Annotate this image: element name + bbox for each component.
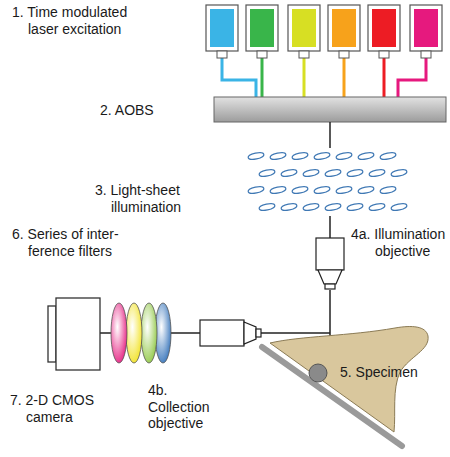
- light-sheet-ellipse: [391, 202, 408, 211]
- step-label: 3. Light-sheet illumination: [95, 182, 207, 215]
- step-label: 1. Time modulated laser excitation: [12, 4, 150, 37]
- light-sheet-ellipse: [303, 168, 320, 177]
- fibre-coupler: [257, 51, 267, 58]
- beam-path: [329, 216, 331, 238]
- collection-objective: [244, 322, 256, 344]
- light-sheet-ellipse: [336, 151, 353, 160]
- specimen: [262, 327, 428, 446]
- laser-housing: [328, 5, 360, 51]
- illumination-objective: [316, 238, 344, 270]
- laser-fibres: [343, 58, 346, 97]
- light-sheet-ellipse: [358, 185, 375, 194]
- step-label: 6. Series of inter- ference filters: [12, 226, 144, 259]
- light-sheet-ellipse: [292, 151, 309, 160]
- fibre-coupler: [421, 51, 431, 58]
- light-sheet-ellipse: [314, 151, 331, 160]
- light-sheet-ellipse: [369, 168, 386, 177]
- laser-fibres: [222, 58, 256, 97]
- aobs-box: [214, 97, 446, 122]
- laser-housing: [246, 5, 278, 51]
- interference-filters: [111, 303, 127, 363]
- interference-filters: [141, 303, 157, 363]
- step-label: 7. 2-D CMOS camera: [10, 392, 112, 425]
- collection-objective: [256, 329, 261, 337]
- laser-source: [210, 9, 234, 47]
- fibre-coupler: [339, 51, 349, 58]
- light-sheet-ellipse: [270, 185, 287, 194]
- laser-source: [250, 9, 274, 47]
- laser-source: [414, 9, 438, 47]
- light-sheet-ellipse: [248, 151, 265, 160]
- interference-filters: [111, 303, 171, 363]
- light-sheet-ellipse: [325, 168, 342, 177]
- illumination-objective: [325, 284, 335, 289]
- light-sheet-ellipse: [281, 202, 298, 211]
- cmos-camera: [48, 306, 56, 362]
- light-sheet-ellipse: [281, 168, 298, 177]
- collection-objective: [200, 320, 244, 346]
- light-sheet-ellipse: [314, 185, 331, 194]
- light-sheet-ellipse: [347, 168, 364, 177]
- laser-sources: [206, 5, 442, 58]
- light-sheet-ellipse: [270, 151, 287, 160]
- step-label: 2. AOBS: [100, 102, 154, 119]
- collection-objective: [200, 320, 261, 346]
- light-sheet-ellipse: [248, 185, 265, 194]
- light-sheet: [248, 151, 408, 211]
- laser-source: [372, 9, 396, 47]
- laser-housing: [288, 5, 320, 51]
- fibre-coupler: [379, 51, 389, 58]
- laser-housing: [368, 5, 400, 51]
- step-label: 4b. Collection objective: [148, 382, 222, 432]
- laser-source: [292, 9, 316, 47]
- step-label: 5. Specimen: [340, 364, 418, 381]
- step-label: 4a. Illumination objective: [351, 226, 447, 259]
- laser-source: [332, 9, 356, 47]
- light-sheet-ellipse: [391, 168, 408, 177]
- light-sheet-ellipse: [336, 185, 353, 194]
- illumination-objective: [316, 238, 344, 289]
- interference-filters: [126, 303, 142, 363]
- light-sheet-ellipse: [380, 151, 397, 160]
- light-sheet-ellipse: [303, 202, 320, 211]
- laser-fibres: [303, 58, 306, 97]
- light-sheet-ellipse: [292, 185, 309, 194]
- cmos-camera: [48, 298, 100, 370]
- light-sheet-ellipse: [358, 151, 375, 160]
- specimen: [270, 327, 428, 432]
- laser-housing: [206, 5, 238, 51]
- light-sheet-ellipse: [325, 202, 342, 211]
- light-sheet-ellipse: [259, 202, 276, 211]
- beam-path: [329, 122, 331, 148]
- illumination-objective: [318, 270, 342, 284]
- light-sheet-ellipse: [259, 168, 276, 177]
- laser-fibres: [222, 58, 426, 97]
- specimen: [309, 364, 327, 382]
- fibre-coupler: [299, 51, 309, 58]
- laser-housing: [410, 5, 442, 51]
- cmos-camera: [56, 298, 100, 370]
- light-sheet-ellipse: [369, 202, 386, 211]
- beam-path: [329, 290, 331, 336]
- light-sheet-ellipse: [380, 185, 397, 194]
- laser-fibres: [383, 58, 386, 97]
- laser-fibres: [398, 58, 426, 97]
- laser-fibres: [261, 58, 264, 97]
- fibre-coupler: [217, 51, 227, 58]
- beam-path: [260, 332, 330, 334]
- light-sheet-ellipse: [347, 202, 364, 211]
